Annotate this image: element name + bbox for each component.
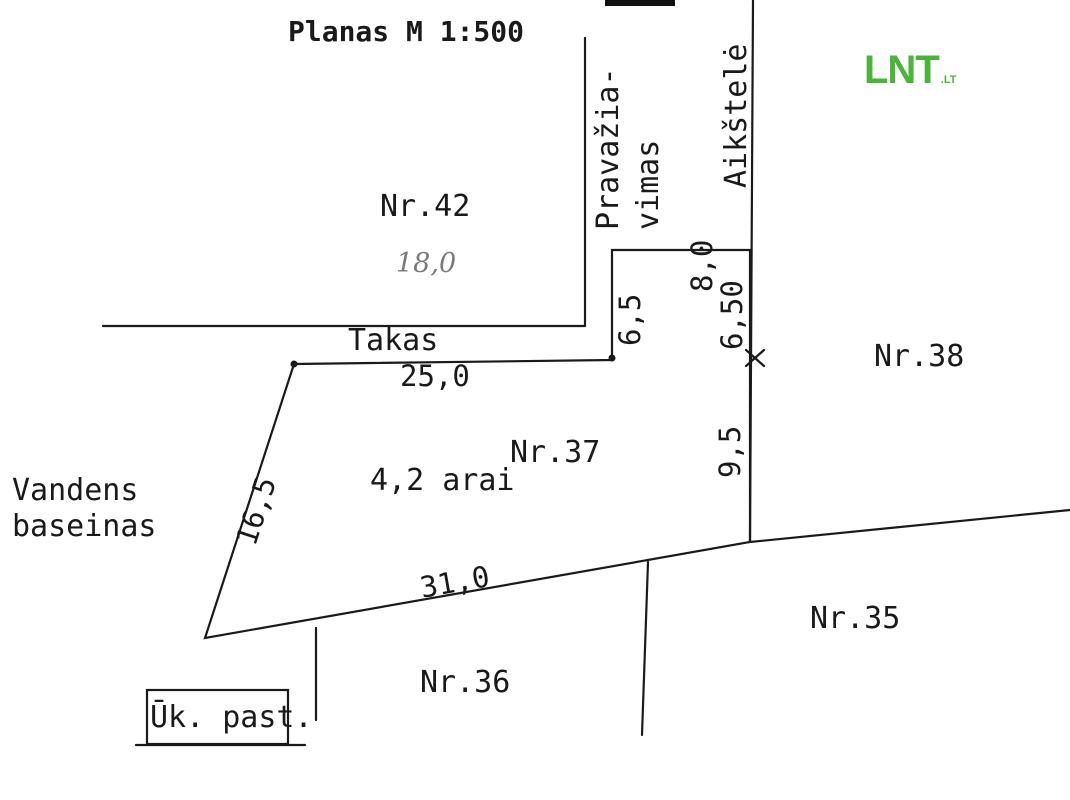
dim-notch-right: 6,50 bbox=[715, 280, 749, 350]
label-nr35: Nr.35 bbox=[810, 601, 901, 636]
label-nr42: Nr.42 bbox=[380, 189, 471, 224]
handwritten-note: 18,0 bbox=[396, 248, 457, 279]
divider-35-36 bbox=[640, 560, 650, 737]
top-edge-bar bbox=[605, 0, 675, 6]
dim-top: 25,0 bbox=[400, 359, 470, 393]
label-water-pool-1: Vandens bbox=[12, 473, 139, 508]
label-driveway-2: vimas bbox=[631, 139, 666, 230]
label-square: Aikštelė bbox=[719, 43, 754, 189]
label-water-pool-2: baseinas bbox=[12, 509, 157, 544]
dim-right: 9,5 bbox=[713, 425, 747, 478]
lnt-logo: LNT.LT bbox=[864, 48, 957, 92]
label-nr38: Nr.38 bbox=[874, 339, 965, 374]
label-outbuilding: Ūk. past. bbox=[150, 700, 313, 735]
label-driveway-1: Pravažia- bbox=[591, 67, 626, 230]
plan-title: Planas M 1:500 bbox=[288, 15, 525, 48]
label-nr37: Nr.37 bbox=[510, 435, 601, 470]
east-boundary-line bbox=[748, 508, 1070, 544]
label-nr36: Nr.36 bbox=[420, 665, 511, 700]
square-line bbox=[748, 0, 755, 544]
dim-notch-left: 6,5 bbox=[613, 293, 647, 346]
vertex-dot bbox=[608, 354, 616, 362]
vertex-dot bbox=[290, 360, 298, 368]
label-area: 4,2 arai bbox=[370, 463, 515, 498]
dim-notch-top: 8,0 bbox=[685, 239, 719, 292]
label-path: Takas bbox=[348, 323, 439, 358]
